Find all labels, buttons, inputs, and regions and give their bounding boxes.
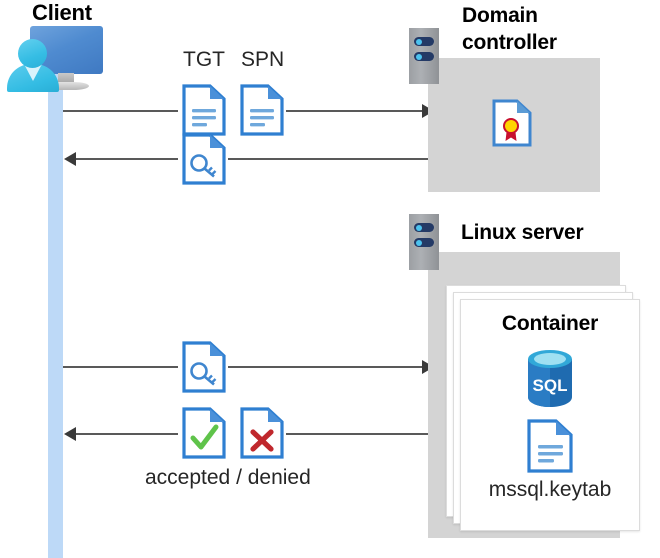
accepted-denied-label: accepted / denied bbox=[145, 466, 311, 489]
tgt-document-icon bbox=[182, 84, 226, 136]
spn-label: SPN bbox=[241, 48, 285, 71]
flow-4-arrowhead bbox=[64, 427, 76, 441]
service-ticket-key-document-icon-2 bbox=[182, 341, 226, 393]
linux-server-title: Linux server bbox=[461, 221, 584, 244]
flow-line-2-left bbox=[76, 158, 178, 160]
certificate-document-icon bbox=[492, 99, 532, 147]
rack-led-bottom-icon bbox=[414, 238, 434, 247]
container-title: Container bbox=[501, 312, 599, 335]
domain-controller-title-line2: controller bbox=[462, 31, 557, 54]
monitor-base-icon bbox=[44, 82, 89, 90]
client-lifeline bbox=[48, 60, 63, 558]
rack-led-bottom-icon bbox=[414, 52, 434, 61]
flow-line-4-left bbox=[76, 433, 178, 435]
rack-led-top-icon bbox=[414, 37, 434, 46]
sql-database-icon: SQL bbox=[521, 347, 579, 414]
container-card-front: Container SQL mssql.ke bbox=[460, 299, 640, 531]
accepted-document-icon bbox=[182, 407, 226, 459]
keytab-document-icon bbox=[527, 419, 573, 478]
domain-controller-server-rack-icon bbox=[409, 28, 439, 84]
client-title: Client bbox=[32, 0, 92, 25]
domain-controller-title-line1: Domain bbox=[462, 4, 538, 27]
denied-document-icon bbox=[240, 407, 284, 459]
spn-document-icon bbox=[240, 84, 284, 136]
flow-line-3-left bbox=[63, 366, 178, 368]
tgt-label: TGT bbox=[183, 48, 225, 71]
person-head-icon bbox=[18, 39, 47, 68]
client-computer-icon bbox=[0, 0, 120, 100]
flow-line-2-right bbox=[228, 158, 428, 160]
flow-line-1-right bbox=[286, 110, 424, 112]
keytab-filename-label: mssql.keytab bbox=[488, 478, 612, 501]
service-ticket-key-document-icon-1 bbox=[182, 133, 226, 185]
person-collar-icon bbox=[24, 64, 42, 81]
domain-controller-title: Domain controller bbox=[462, 2, 557, 56]
linux-server-server-rack-icon bbox=[409, 214, 439, 270]
flow-2-arrowhead bbox=[64, 152, 76, 166]
rack-led-top-icon bbox=[414, 223, 434, 232]
flow-line-3-right bbox=[228, 366, 424, 368]
flow-line-4-right bbox=[286, 433, 428, 435]
sql-database-text: SQL bbox=[533, 376, 568, 395]
flow-line-1-left bbox=[63, 110, 178, 112]
